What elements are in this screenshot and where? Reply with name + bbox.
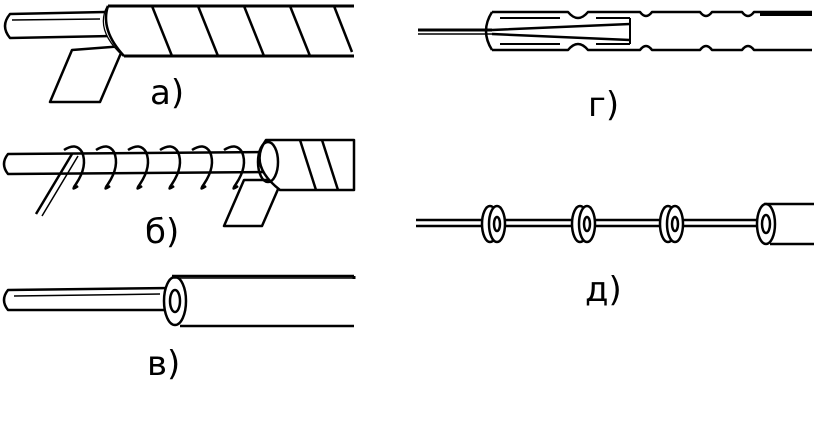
tape-seam xyxy=(288,5,312,57)
inner-wire-g xyxy=(491,22,631,42)
tape-seam xyxy=(242,5,266,57)
tape-strip-a xyxy=(48,44,126,104)
label-d: д) xyxy=(585,270,622,310)
sleeve-body-g xyxy=(492,10,812,52)
figure-g-crimped-sleeve xyxy=(418,10,812,52)
insulation-tube-c xyxy=(172,274,354,328)
insulation-end-b xyxy=(256,140,280,184)
bare-conductor-c xyxy=(2,286,173,312)
bare-conductor-b xyxy=(2,150,271,176)
figure-a-tape-wrapped-wire xyxy=(3,4,354,104)
conductor-highlight-a xyxy=(11,18,101,21)
tape-seam xyxy=(150,5,174,57)
figure-c-extruded-insulation xyxy=(2,274,356,328)
label-g: г) xyxy=(588,85,619,125)
figure-d-bead-insulated-wire xyxy=(416,202,814,246)
ceramic-bead xyxy=(570,204,597,244)
bare-conductor-a xyxy=(3,10,113,40)
tape-strip-b xyxy=(222,178,284,228)
ceramic-bead xyxy=(480,204,507,244)
figure-b-spiral-wound-wire xyxy=(2,138,356,228)
ceramic-bead xyxy=(658,204,685,244)
label-b: б) xyxy=(145,212,179,252)
insulation-tube-d xyxy=(764,202,814,246)
spiral-thread-tail xyxy=(34,153,74,215)
label-v: в) xyxy=(147,344,180,384)
tape-seam xyxy=(332,5,354,53)
label-a: а) xyxy=(150,73,184,113)
spiral-winding xyxy=(63,145,246,190)
tape-seam xyxy=(196,5,220,57)
insulation-fill-a xyxy=(103,6,354,56)
